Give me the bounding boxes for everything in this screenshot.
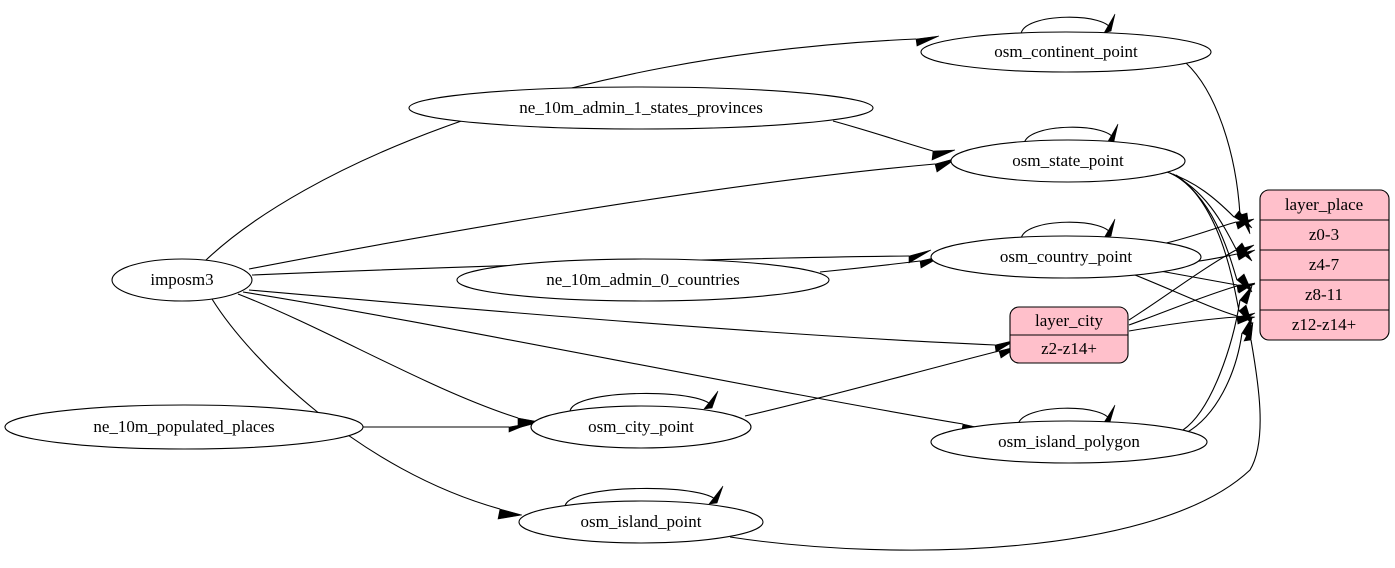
node-imposm3[interactable]: imposm3	[111, 258, 253, 302]
node-ne-10m-populated-places[interactable]: ne_10m_populated_places	[4, 404, 364, 450]
edge-ne-states-to-osm-state-point	[832, 120, 956, 161]
layer-place-row-z8-11[interactable]: z8-11	[1305, 285, 1343, 304]
self-loop-osm-city-point	[569, 390, 719, 413]
edge-osm-city-point-to-layer-city	[744, 345, 1020, 417]
edge-layer-city-to-layer-place-z8-11	[1128, 282, 1256, 326]
node-layer-city[interactable]: layer_city z2-z14+	[1009, 306, 1129, 364]
layer-city-title: layer_city	[1035, 311, 1103, 330]
edge-imposm3-to-osm-continent-point	[204, 35, 940, 262]
node-osm-island-point[interactable]: osm_island_point	[518, 500, 764, 544]
node-ne-countries-label: ne_10m_admin_0_countries	[546, 270, 740, 289]
node-osm-island-polygon[interactable]: osm_island_polygon	[930, 420, 1208, 464]
node-osm-city-point-label: osm_city_point	[588, 417, 694, 436]
node-layer-place[interactable]: layer_place z0-3 z4-7 z8-11 z12-z14+	[1259, 189, 1390, 341]
self-loop-osm-continent-point	[1020, 13, 1116, 36]
layer-place-row-z12-z14[interactable]: z12-z14+	[1292, 315, 1356, 334]
node-ne-10m-admin-0-countries[interactable]: ne_10m_admin_0_countries	[456, 258, 830, 302]
edge-layer-city-to-layer-place-z12-z14	[1128, 312, 1256, 332]
edge-osm-island-polygon-to-layer-place-z8-11	[1182, 285, 1253, 431]
node-osm-continent-point[interactable]: osm_continent_point	[920, 31, 1212, 73]
node-osm-state-point[interactable]: osm_state_point	[950, 139, 1186, 183]
layer-place-row-z4-7[interactable]: z4-7	[1309, 255, 1340, 274]
node-osm-state-point-label: osm_state_point	[1012, 151, 1124, 170]
edge-ne-populated-to-osm-city-point	[363, 422, 532, 433]
node-osm-country-point-label: osm_country_point	[1000, 247, 1132, 266]
edge-imposm3-to-osm-city-point	[237, 293, 541, 429]
node-ne-10m-admin-1-states-provinces[interactable]: ne_10m_admin_1_states_provinces	[408, 86, 874, 130]
edge-ne-countries-to-osm-country-point	[819, 255, 943, 273]
edge-osm-country-point-to-layer-place-z0-3	[1161, 218, 1255, 245]
edge-imposm3-to-osm-state-point	[248, 157, 958, 270]
node-ne-states-label: ne_10m_admin_1_states_provinces	[519, 98, 763, 117]
node-osm-continent-point-label: osm_continent_point	[994, 42, 1138, 61]
node-layer: imposm3 ne_10m_admin_1_states_provinces …	[4, 31, 1390, 544]
edge-layer	[204, 13, 1261, 551]
node-imposm3-label: imposm3	[150, 270, 213, 289]
self-loop-osm-island-point	[564, 485, 724, 508]
node-osm-island-point-label: osm_island_point	[581, 512, 702, 531]
node-osm-city-point[interactable]: osm_city_point	[530, 405, 752, 449]
edge-osm-continent-point-to-layer-place-z0-3	[1185, 62, 1251, 235]
edge-osm-state-point-to-layer-place-z8-11	[1172, 173, 1253, 293]
edge-layer-city-to-layer-place-z4-7	[1128, 244, 1255, 321]
node-ne-populated-label: ne_10m_populated_places	[93, 417, 274, 436]
node-osm-island-polygon-label: osm_island_polygon	[998, 432, 1140, 451]
edge-osm-island-point-to-layer-place-z12-z14	[729, 321, 1261, 551]
layer-city-row-z2-z14[interactable]: z2-z14+	[1041, 339, 1097, 358]
layer-place-row-z0-3[interactable]: z0-3	[1309, 225, 1339, 244]
layer-place-title: layer_place	[1285, 195, 1363, 214]
node-osm-country-point[interactable]: osm_country_point	[930, 235, 1202, 279]
